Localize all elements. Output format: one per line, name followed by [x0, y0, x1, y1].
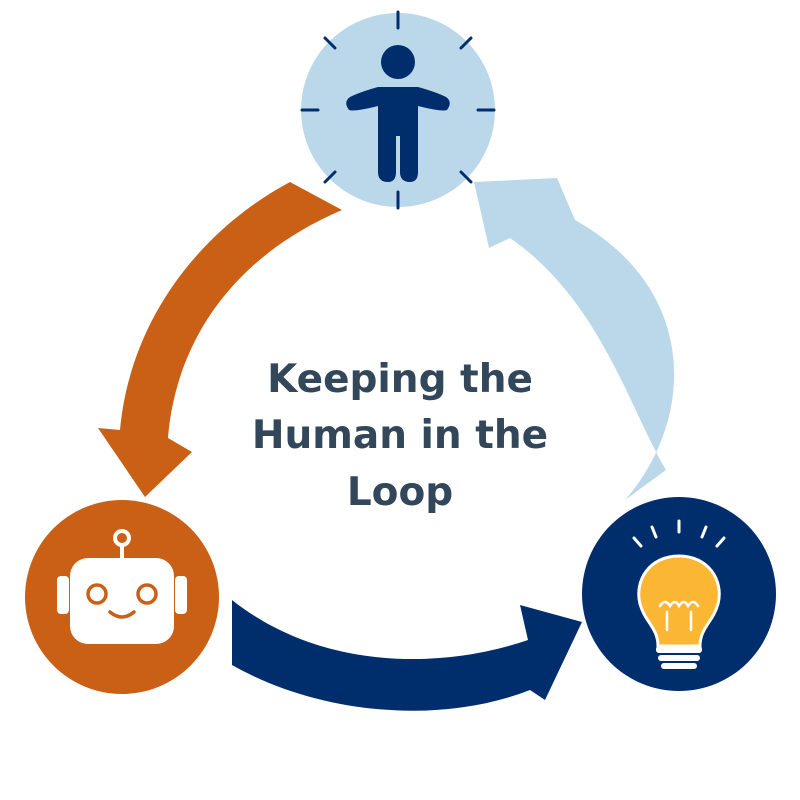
lightbulb-icon [632, 519, 726, 669]
arrow-human-to-ai [98, 182, 342, 497]
insight-node [582, 497, 776, 691]
center-title: Keeping the Human in the Loop [252, 357, 548, 515]
arrow-ai-to-insight [232, 600, 582, 711]
light-rays [632, 519, 726, 548]
title-line-1: Keeping the [267, 357, 533, 402]
robot-icon [57, 529, 187, 644]
person-icon [346, 45, 450, 182]
title-line-2: Human in the [252, 413, 548, 458]
human-node [300, 10, 496, 210]
ai-node [25, 500, 219, 694]
arrow-insight-to-human [474, 178, 675, 500]
radiating-ticks [300, 10, 496, 210]
title-line-3: Loop [347, 470, 453, 515]
